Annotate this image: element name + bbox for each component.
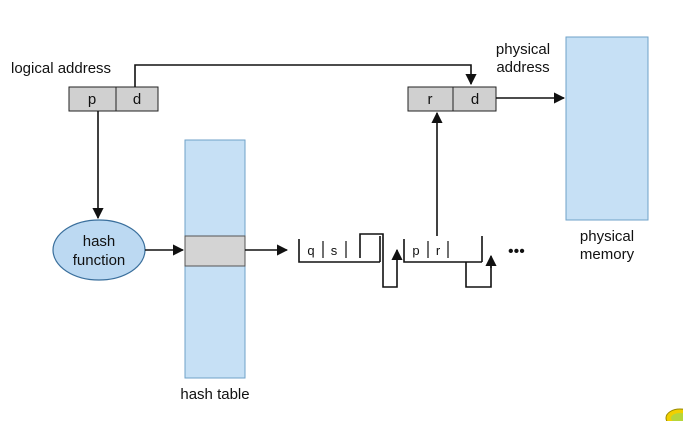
- physical-memory-label-line1: physical: [580, 228, 634, 245]
- physical-memory: [565, 36, 649, 221]
- logical-p-field: p: [88, 91, 96, 108]
- chain-node-2-outline: [403, 236, 483, 263]
- chain-node-2-field-p: p: [412, 243, 419, 258]
- physical-d-cell: [452, 86, 497, 112]
- chain-node-1-next-pointer: [382, 238, 403, 288]
- physical-address-label-line1: physical: [496, 41, 550, 58]
- logical-d-field: d: [133, 91, 141, 108]
- corner-leaf-decoration: [665, 408, 683, 421]
- hash-table-label: hash table: [180, 386, 249, 403]
- hash-table-selected-entry: [184, 235, 246, 267]
- hash-function-label-line1: hash: [83, 233, 116, 250]
- chain-node-2-next-box: [465, 260, 492, 288]
- hash-function-label-line2: function: [73, 252, 126, 269]
- physical-address-label-line2: address: [496, 59, 549, 76]
- chain-node-1-next-box: [359, 233, 384, 258]
- physical-address-register: r d: [407, 86, 497, 112]
- chain-node-2-field-r: r: [436, 243, 441, 258]
- physical-r-field: r: [428, 91, 433, 108]
- chain-continuation-ellipsis: •••: [508, 243, 525, 260]
- chain-node-1-field-s: s: [331, 243, 338, 258]
- offset-pass-through-arrow: [134, 64, 477, 87]
- physical-d-field: d: [471, 91, 479, 108]
- hash-table: [184, 139, 246, 379]
- chain-node-2: p r: [403, 236, 492, 288]
- hash-function-oval: [52, 219, 146, 281]
- physical-memory-label-line2: memory: [580, 246, 635, 263]
- logical-address-register: p d: [68, 86, 159, 112]
- chain-node-1: q s: [298, 233, 384, 263]
- chain-node-1-outline: [298, 236, 381, 263]
- hash-function: hash function: [52, 219, 146, 281]
- chain-node-1-field-q: q: [307, 243, 314, 258]
- logical-d-cell: [115, 86, 159, 112]
- logical-p-cell: [68, 86, 117, 112]
- logical-address-label: logical address: [11, 60, 111, 77]
